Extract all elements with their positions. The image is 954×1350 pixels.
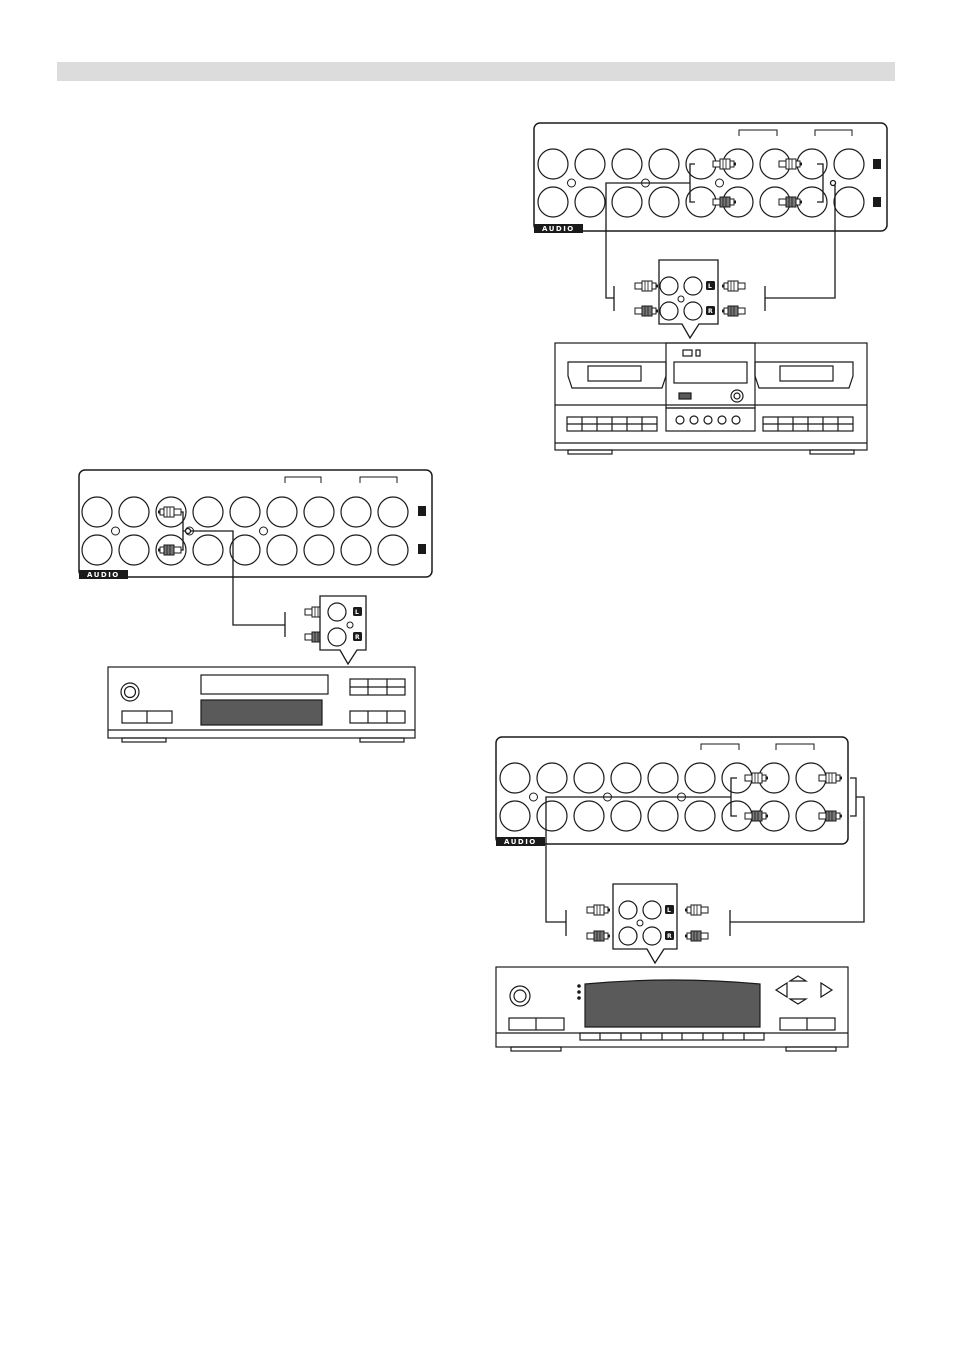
panel-label: AUDIO [504, 838, 537, 846]
rca-jack [304, 497, 334, 527]
ground-hole [260, 527, 268, 535]
rca-jack [649, 187, 679, 217]
rca-jack [82, 535, 112, 565]
rca-jack [119, 497, 149, 527]
ground-hole [112, 527, 120, 535]
rca-jack [193, 535, 223, 565]
rca-jack [538, 149, 568, 179]
rca-jack [612, 149, 642, 179]
diagram-tape-deck: AUDIO [534, 123, 887, 454]
rca-jack [611, 801, 641, 831]
rca-jack [193, 497, 223, 527]
rear-panel: AUDIO [496, 737, 848, 846]
output-jacks-callout: L R [320, 596, 366, 664]
diagram-receiver: AUDIO L [496, 737, 864, 1051]
receiver-icon [496, 967, 848, 1051]
rca-jack [341, 535, 371, 565]
rca-jack [685, 801, 715, 831]
rca-jack [575, 149, 605, 179]
rca-jack [834, 149, 864, 179]
rca-jack [685, 763, 715, 793]
rca-jack [648, 801, 678, 831]
rca-jack [575, 187, 605, 217]
rca-jack [574, 763, 604, 793]
jack-label-r: R [667, 933, 672, 940]
rca-jack [341, 497, 371, 527]
rca-jack [267, 497, 297, 527]
rca-jack [649, 149, 679, 179]
ground-hole [530, 793, 538, 801]
output-jacks-callout: L R [659, 260, 718, 338]
panel-label: AUDIO [542, 225, 575, 233]
rca-jack [537, 801, 567, 831]
output-jacks-callout: L R [613, 884, 677, 963]
rca-jack [230, 535, 260, 565]
cassette-deck-icon [555, 343, 867, 454]
rca-jack [82, 497, 112, 527]
jack-label-l: L [708, 283, 712, 290]
rca-jack [538, 187, 568, 217]
rca-jack [378, 497, 408, 527]
rca-jack [574, 801, 604, 831]
jack-label-r: R [708, 308, 713, 315]
jack-label-l: L [667, 907, 671, 914]
rca-jack [119, 535, 149, 565]
diagram-cd-player: AUDIO L R [79, 470, 432, 742]
jack-label-l: L [355, 609, 359, 616]
jack-label-r: R [355, 634, 360, 641]
rca-jack [500, 801, 530, 831]
rca-jack [378, 535, 408, 565]
ground-hole [568, 179, 576, 187]
rca-jack [612, 187, 642, 217]
rear-panel: AUDIO [79, 470, 432, 579]
rca-jack [304, 535, 334, 565]
ground-hole [716, 179, 724, 187]
rca-jack [611, 763, 641, 793]
rca-jack [648, 763, 678, 793]
cd-player-icon [108, 667, 415, 742]
rca-jack [267, 535, 297, 565]
rca-jack [537, 763, 567, 793]
rca-jack [230, 497, 260, 527]
rca-jack [834, 187, 864, 217]
rca-jack [500, 763, 530, 793]
panel-label: AUDIO [87, 571, 120, 579]
rear-panel: AUDIO [534, 123, 887, 233]
